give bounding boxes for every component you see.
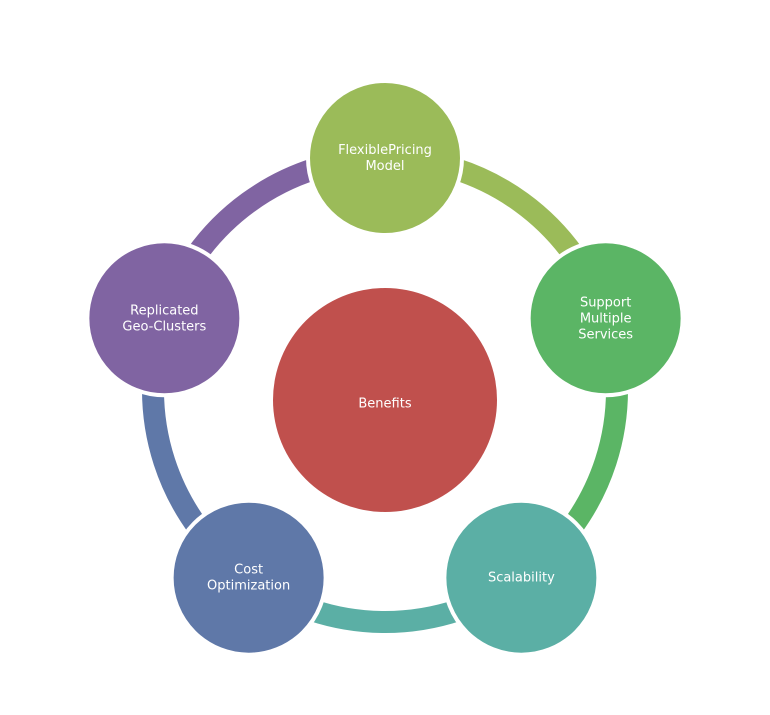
node-label-line: Scalability [488,571,555,586]
node-label-line: Multiple [580,311,632,326]
connector-replicated-geo-clusters-to-flexible-pricing-model [187,158,319,262]
node-label-line: FlexiblePricing [338,143,432,158]
node-label-line: Geo-Clusters [122,319,206,334]
connector-cost-optimization-to-replicated-geo-clusters [142,388,208,535]
node-label-line: Optimization [207,579,290,594]
node-label-line: Support [580,295,631,310]
connector-flexible-pricing-model-to-support-multiple-services [451,158,583,262]
node-label-line: Model [365,159,404,174]
node-label-line: Replicated [130,303,198,318]
center-circle [273,288,497,512]
connector-scalability-to-cost-optimization [308,599,462,633]
connector-support-multiple-services-to-scalability [562,388,628,535]
node-label-line: Services [578,327,633,342]
node-circle-replicated-geo-clusters [85,239,244,398]
connector-layer [142,158,628,633]
node-scalability: Scalability [442,498,601,657]
node-circle-support-multiple-services [526,239,685,398]
node-label-line: Cost [234,563,263,578]
node-circle-flexible-pricing-model [306,79,464,237]
node-circle-cost-optimization [169,498,328,657]
center-node: Benefits [273,288,497,512]
node-circle-scalability [442,498,601,657]
node-label-scalability: Scalability [488,571,555,586]
center-label: Benefits [358,397,411,412]
